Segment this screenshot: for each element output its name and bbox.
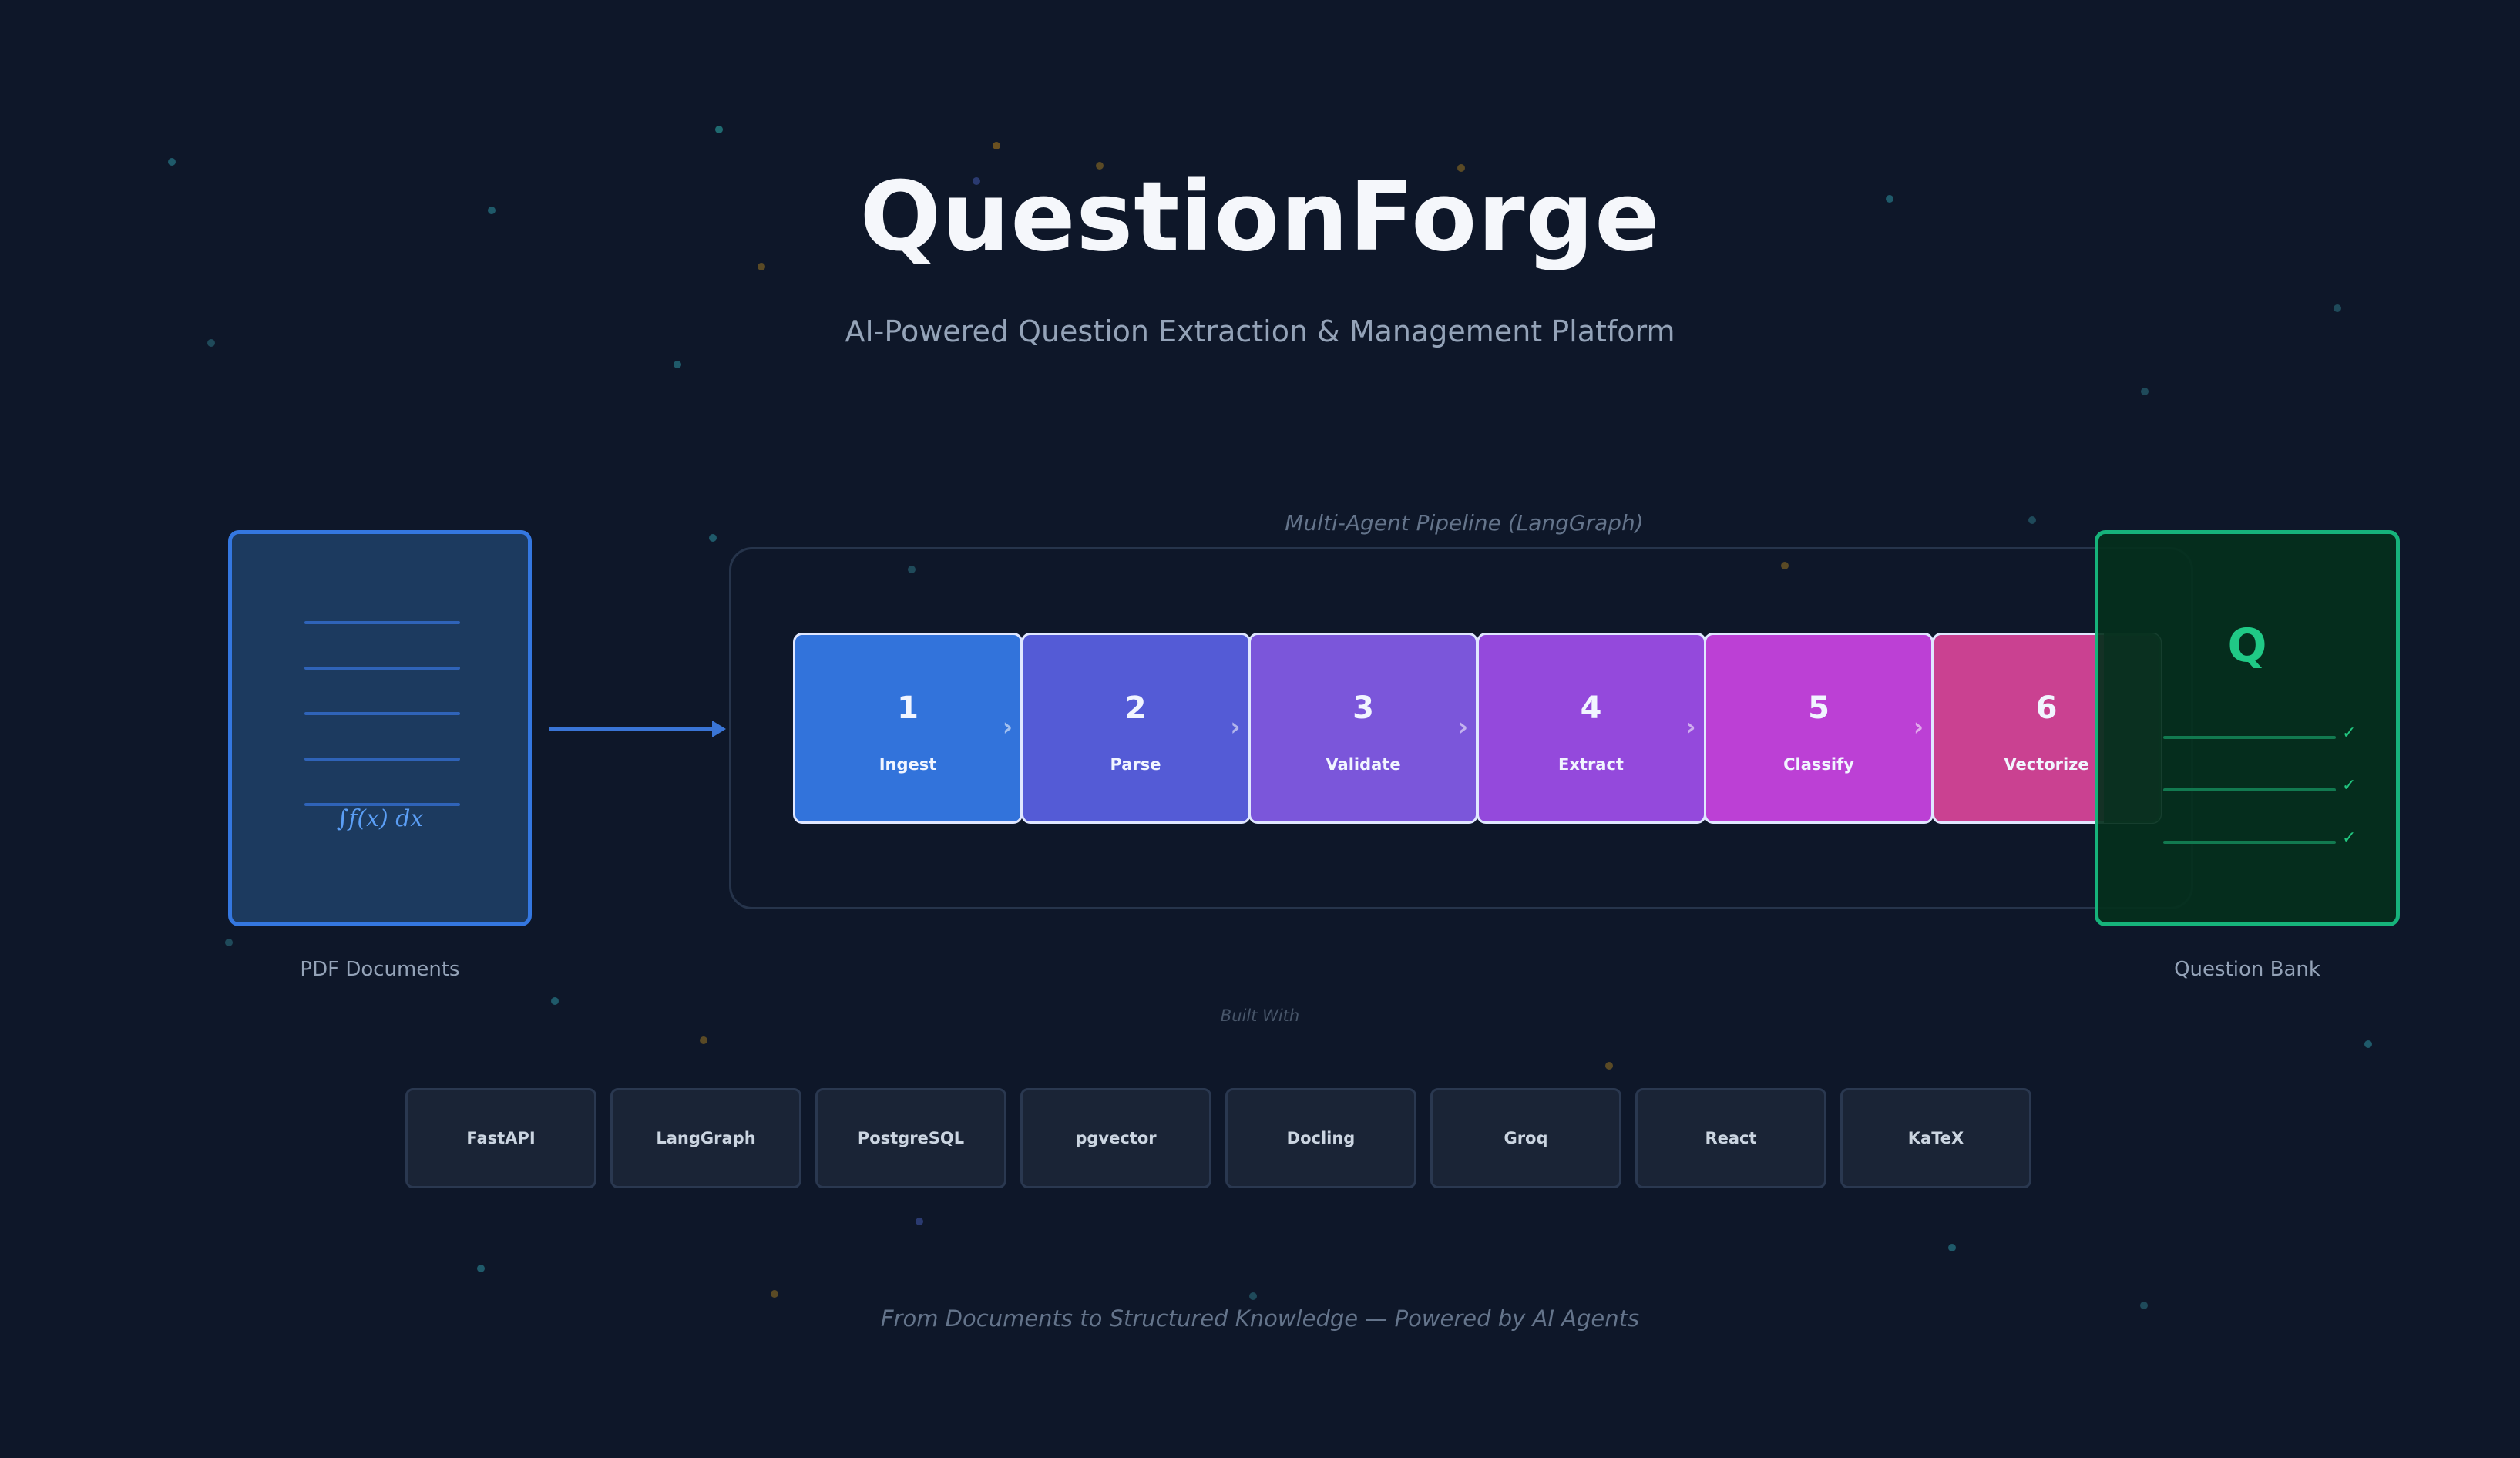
stage-label: Validate xyxy=(1326,755,1401,774)
stage-label: Ingest xyxy=(879,755,937,774)
particle xyxy=(1096,162,1104,170)
pdf-formula: ∫f(x) dx xyxy=(336,805,424,832)
page-subtitle: AI-Powered Question Extraction & Managem… xyxy=(845,314,1675,348)
tech-badge-postgresql: PostgreSQL xyxy=(815,1088,1006,1188)
particle xyxy=(674,361,681,368)
tech-badge-react: React xyxy=(1635,1088,1826,1188)
chevron-right-icon: › xyxy=(1002,712,1013,741)
particle xyxy=(709,534,717,542)
particle xyxy=(2141,388,2149,395)
tech-badge-docling: Docling xyxy=(1225,1088,1416,1188)
particle xyxy=(1249,1292,1257,1300)
particle xyxy=(916,1218,923,1225)
bank-line xyxy=(2163,736,2336,739)
tech-badge-fastapi: FastAPI xyxy=(405,1088,596,1188)
pipeline-label: Multi-Agent Pipeline (LangGraph) xyxy=(1285,510,1644,536)
flow-arrow xyxy=(549,727,715,731)
particle xyxy=(715,126,723,133)
particle xyxy=(488,207,496,214)
particle xyxy=(225,939,233,946)
particle xyxy=(1886,195,1893,203)
tech-badge-langgraph: LangGraph xyxy=(610,1088,801,1188)
pdf-documents-caption: PDF Documents xyxy=(300,958,460,981)
checkmark-icon: ✓ xyxy=(2342,828,2357,848)
page-title: QuestionForge xyxy=(859,162,1661,273)
chevron-right-icon: › xyxy=(1230,712,1241,741)
pdf-document-icon: ∫f(x) dx xyxy=(228,530,532,926)
particle xyxy=(771,1290,778,1298)
chevron-right-icon: › xyxy=(1457,712,1468,741)
particle xyxy=(700,1036,707,1044)
pdf-text-line xyxy=(304,758,460,761)
question-bank-letter: Q xyxy=(2227,619,2267,673)
footer-tagline: From Documents to Structured Knowledge —… xyxy=(880,1305,1640,1332)
stage-label: Vectorize xyxy=(2004,755,2089,774)
stage-number: 1 xyxy=(897,690,919,726)
particle xyxy=(993,142,1000,149)
stage-number: 5 xyxy=(1808,690,1830,726)
chevron-right-icon: › xyxy=(1685,712,1696,741)
checkmark-icon: ✓ xyxy=(2342,724,2357,743)
stage-number: 4 xyxy=(1580,690,1602,726)
particle xyxy=(758,263,765,270)
stage-number: 3 xyxy=(1352,690,1374,726)
particle xyxy=(2140,1302,2148,1309)
particle xyxy=(1457,164,1465,172)
arrow-head-icon xyxy=(712,721,726,737)
built-with-label: Built With xyxy=(1220,1006,1300,1025)
particle xyxy=(1948,1244,1956,1251)
question-bank-caption: Question Bank xyxy=(2174,958,2320,981)
particle xyxy=(168,158,176,166)
particle xyxy=(1605,1062,1613,1070)
stage-label: Extract xyxy=(1558,755,1624,774)
chevron-right-icon: › xyxy=(1913,712,1924,741)
particle xyxy=(2364,1040,2372,1048)
stage-label: Classify xyxy=(1783,755,1854,774)
particle xyxy=(207,339,215,347)
bank-line xyxy=(2163,841,2336,844)
stage-label: Parse xyxy=(1110,755,1161,774)
particle xyxy=(2334,304,2341,312)
pdf-text-line xyxy=(304,712,460,715)
stage-number: 2 xyxy=(1124,690,1147,726)
pdf-text-line xyxy=(304,621,460,624)
checkmark-icon: ✓ xyxy=(2342,776,2357,795)
particle xyxy=(908,566,916,573)
bank-line xyxy=(2163,788,2336,791)
particle xyxy=(1781,562,1789,569)
particle xyxy=(973,177,980,185)
tech-badge-katex: KaTeX xyxy=(1840,1088,2031,1188)
particle xyxy=(551,997,559,1005)
pdf-text-line xyxy=(304,803,460,806)
tech-badge-groq: Groq xyxy=(1430,1088,1621,1188)
particle xyxy=(2028,516,2036,524)
particle xyxy=(477,1265,485,1272)
pdf-text-line xyxy=(304,667,460,670)
tech-badge-pgvector: pgvector xyxy=(1020,1088,1211,1188)
question-bank-icon: Q ✓ ✓ ✓ xyxy=(2095,530,2400,926)
stage-number: 6 xyxy=(2035,690,2058,726)
